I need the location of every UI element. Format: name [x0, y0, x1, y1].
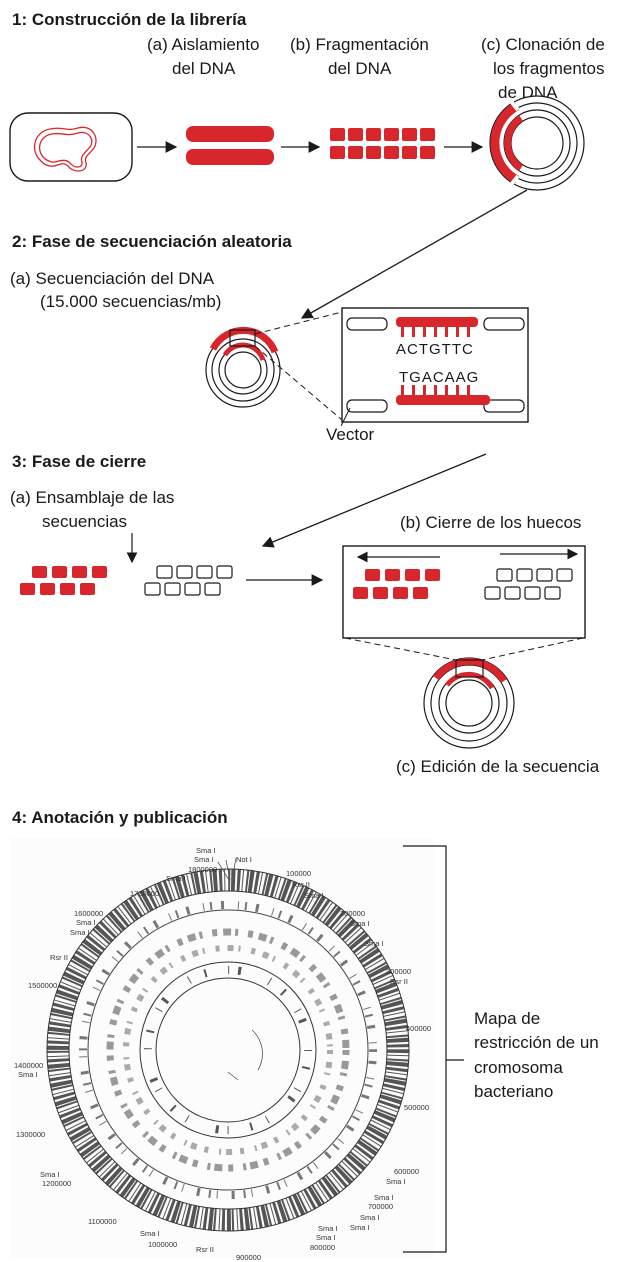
- map-label: Sma I: [304, 891, 324, 900]
- gap-closure-box: [342, 545, 586, 639]
- map-label: Sma I: [350, 1223, 370, 1232]
- map-label: Sma I: [40, 1170, 60, 1179]
- map-bracket: [403, 845, 447, 1253]
- map-label: 200000: [340, 909, 365, 918]
- map-label: 300000: [386, 967, 411, 976]
- map-label: Sma I: [194, 855, 214, 864]
- sequencing-zoom-box: [341, 307, 529, 423]
- map-label: 900000: [236, 1253, 261, 1262]
- step2-heading: 2: Fase de secuenciación aleatoria: [12, 232, 292, 251]
- step4-heading: 4: Anotación y publicación: [12, 808, 228, 827]
- map-label: Sma I: [76, 918, 96, 927]
- map-label: Rsr II: [196, 1245, 214, 1254]
- step3-c-label: (c) Edición de la secuencia: [396, 757, 600, 776]
- map-description-line1: Mapa de: [474, 1009, 540, 1028]
- map-label: 500000: [404, 1103, 429, 1112]
- map-label: Sma I: [196, 846, 216, 855]
- map-label: 800000: [310, 1243, 335, 1252]
- map-label: 1600000: [74, 909, 103, 918]
- map-label: 1500000: [28, 981, 57, 990]
- map-label: 400000: [406, 1024, 431, 1033]
- arrow-1-to-2: [300, 189, 528, 319]
- step3-heading: 3: Fase de cierre: [12, 452, 146, 471]
- gap-fragments: [144, 565, 233, 596]
- step1-c-label-line1: (c) Clonación de: [481, 35, 605, 54]
- isolated-dna: [186, 126, 274, 165]
- sequence-top: ACTGTTC: [396, 341, 474, 358]
- map-label: Sma I: [360, 1213, 380, 1222]
- map-label: Rsr II: [390, 977, 408, 986]
- step1-heading: 1: Construcción de la librería: [12, 10, 247, 29]
- map-label: 1800000: [188, 865, 217, 874]
- map-description-line3: cromosoma: [474, 1058, 563, 1077]
- map-label: Sma I: [140, 1229, 160, 1238]
- step1-a-label-line1: (a) Aislamiento: [147, 35, 259, 54]
- map-label: Rsr II: [292, 880, 310, 889]
- map-label: Sma I: [18, 1070, 38, 1079]
- cloned-plasmid: [489, 95, 585, 191]
- map-label: Sma I: [166, 874, 186, 883]
- map-label: 1400000: [14, 1061, 43, 1070]
- sequencing-plasmid: [205, 326, 281, 408]
- step1-c-label-line2: los fragmentos: [493, 59, 605, 78]
- dna-fragments: [330, 128, 435, 159]
- map-label: 1300000: [16, 1130, 45, 1139]
- bacterial-cell: [9, 112, 133, 182]
- step1-b-label-line2: del DNA: [328, 59, 392, 78]
- sequence-bottom: TGACAAG: [399, 369, 479, 386]
- restriction-map-labels: Sma I Sma I Not I 1800000 Sma I 1700000 …: [14, 846, 431, 1262]
- map-description-line2: restricción de un: [474, 1033, 599, 1052]
- map-label: Sma I: [374, 1193, 394, 1202]
- map-label: Sma I: [350, 919, 370, 928]
- map-label: Sma I: [364, 939, 384, 948]
- map-label: 600000: [394, 1167, 419, 1176]
- step3-a-label-line1: (a) Ensamblaje de las: [10, 488, 174, 507]
- map-label: Sma I: [70, 928, 90, 937]
- map-label: 700000: [368, 1202, 393, 1211]
- map-label: 1100000: [88, 1217, 117, 1226]
- step2-a-label-line2: (15.000 secuencias/mb): [40, 292, 221, 311]
- step2-a-label-line1: (a) Secuenciación del DNA: [10, 269, 215, 288]
- assembled-contigs: [20, 566, 107, 595]
- map-label: 1700000: [130, 889, 159, 898]
- map-label: 100000: [286, 869, 311, 878]
- arrow-2-to-3: [261, 453, 487, 548]
- step1-b-label-line1: (b) Fragmentación: [290, 35, 429, 54]
- map-label: Sma I: [318, 1224, 338, 1233]
- map-label: Not I: [236, 855, 252, 864]
- map-label: 1200000: [42, 1179, 71, 1188]
- step3-b-label: (b) Cierre de los huecos: [400, 513, 581, 532]
- vector-label: Vector: [326, 425, 375, 444]
- map-label: Sma I: [316, 1233, 336, 1242]
- map-label: Rsr II: [50, 953, 68, 962]
- step1-a-label-line2: del DNA: [172, 59, 236, 78]
- map-label: 1000000: [148, 1240, 177, 1249]
- edited-plasmid: [423, 657, 515, 749]
- restriction-map: [10, 838, 434, 1258]
- map-description-line4: bacteriano: [474, 1082, 553, 1101]
- map-label: Sma I: [386, 1177, 406, 1186]
- step3-a-label-line2: secuencias: [42, 512, 127, 531]
